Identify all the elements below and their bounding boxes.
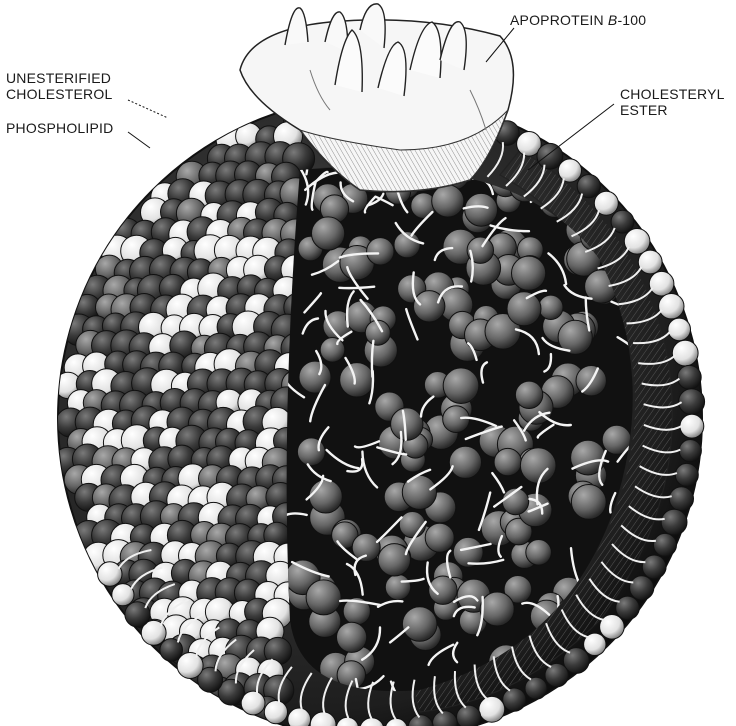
cholesteryl-line-1: CHOLESTERYL xyxy=(620,86,725,102)
rim-head xyxy=(649,271,674,296)
leader-phospholipid xyxy=(128,132,150,148)
phospholipid-text: PHOSPHOLIPID xyxy=(6,120,113,136)
rim-head xyxy=(479,696,505,722)
cholesteryl-line-2: ESTER xyxy=(620,102,668,118)
ester-sphere xyxy=(337,622,367,652)
ester-sphere xyxy=(367,238,394,265)
label-unesterified: UNESTERIFIED CHOLESTEROL xyxy=(6,70,112,102)
ester-tail xyxy=(339,287,374,288)
ester-sphere xyxy=(385,574,410,599)
ester-sphere xyxy=(425,523,454,552)
rim-head xyxy=(288,708,311,726)
ester-sphere xyxy=(340,363,374,397)
rim-head xyxy=(264,701,287,724)
ester-sphere xyxy=(306,580,341,615)
rim-head xyxy=(545,663,568,686)
rim-head xyxy=(558,159,581,182)
ester-sphere xyxy=(507,292,541,326)
ester-sphere xyxy=(520,448,556,484)
ester-tail xyxy=(615,666,652,672)
ester-sphere xyxy=(515,381,542,408)
label-cholesteryl-ester: CHOLESTERYL ESTER xyxy=(620,86,725,118)
rim-head xyxy=(630,576,654,600)
ester-sphere xyxy=(391,408,423,440)
ester-sphere xyxy=(494,448,521,475)
ester-sphere xyxy=(511,256,545,290)
rim-head xyxy=(659,294,684,319)
rim-head xyxy=(654,533,677,556)
ester-sphere xyxy=(352,533,380,561)
ester-sphere xyxy=(378,544,410,576)
rim-head xyxy=(112,584,134,606)
ester-sphere xyxy=(309,480,342,513)
apoprotein-prefix: APOPROTEIN xyxy=(510,12,608,28)
rim-head xyxy=(675,463,698,486)
ester-sphere xyxy=(443,406,470,433)
rim-head xyxy=(241,691,265,715)
ester-sphere xyxy=(449,446,481,478)
rim-head xyxy=(98,562,122,586)
leader-cholesterol xyxy=(128,100,168,118)
rim-head xyxy=(600,615,625,640)
ester-sphere xyxy=(589,658,616,685)
ester-sphere xyxy=(526,540,552,566)
rim-head xyxy=(642,555,666,579)
unesterified-line-2: CHOLESTEROL xyxy=(6,86,112,102)
ester-sphere xyxy=(402,475,436,509)
ester-sphere xyxy=(443,368,479,404)
apoprotein-letter: B xyxy=(608,12,618,28)
ester-sphere xyxy=(299,361,331,393)
rim-head xyxy=(677,365,701,389)
rim-head xyxy=(638,250,662,274)
rim-head xyxy=(537,143,563,169)
rim-head xyxy=(672,340,698,366)
rim-head xyxy=(160,639,183,662)
rim-head xyxy=(679,389,705,415)
ester-sphere xyxy=(571,485,606,520)
ester-sphere xyxy=(480,592,514,626)
label-phospholipid: PHOSPHOLIPID xyxy=(6,120,113,136)
apoprotein-suffix: -100 xyxy=(617,12,646,28)
ester-sphere xyxy=(402,607,437,642)
ester-sphere xyxy=(539,295,563,319)
rim-head xyxy=(669,487,693,511)
rim-head xyxy=(503,688,526,711)
ester-sphere xyxy=(297,438,325,466)
ester-sphere xyxy=(432,185,464,217)
rim-head xyxy=(577,175,600,198)
ester-sphere xyxy=(312,217,345,250)
rim-head xyxy=(661,509,687,535)
ester-sphere xyxy=(465,193,498,226)
ester-sphere xyxy=(399,511,425,537)
ester-sphere xyxy=(320,338,345,363)
rim-head xyxy=(668,318,691,341)
rim-head xyxy=(616,596,640,620)
rim-head xyxy=(457,705,481,726)
label-apoprotein-b100: APOPROTEIN B-100 xyxy=(510,12,646,28)
rim-head xyxy=(679,440,701,462)
rim-head xyxy=(525,677,547,699)
unesterified-line-1: UNESTERIFIED xyxy=(6,70,111,86)
rim-head xyxy=(680,414,704,438)
